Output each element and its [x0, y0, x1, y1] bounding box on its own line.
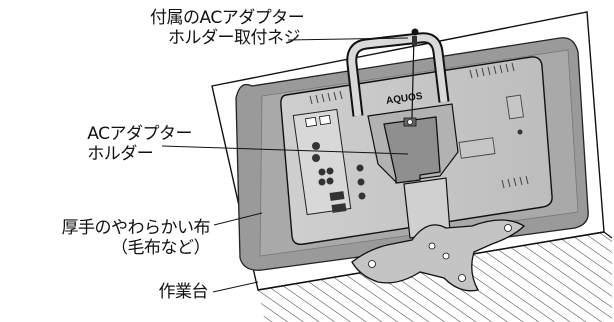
label-screw: 付属のACアダプター ホルダー取付ネジ [150, 8, 305, 48]
label-cloth: 厚手のやわらかい布 （毛布など） [18, 218, 211, 258]
stand [351, 177, 526, 292]
brand-mark: AQUOS [385, 91, 423, 107]
label-table: 作業台 [140, 282, 209, 302]
leader-table [212, 281, 259, 293]
terminal-panel [292, 108, 366, 216]
carrying-handle [346, 32, 450, 117]
label-holder-text: ACアダプター ホルダー [87, 124, 192, 164]
mounting-screw [411, 28, 419, 119]
label-holder: ACアダプター ホルダー [60, 124, 192, 164]
label-cloth-text: 厚手のやわらかい布 （毛布など） [61, 218, 211, 258]
ac-adapter-holder [383, 116, 441, 184]
leader-screw [287, 37, 409, 41]
leader-holder [161, 145, 409, 155]
label-table-text: 作業台 [158, 282, 209, 302]
leader-cloth [213, 212, 263, 226]
label-screw-text: 付属のACアダプター ホルダー取付ネジ [150, 8, 305, 48]
